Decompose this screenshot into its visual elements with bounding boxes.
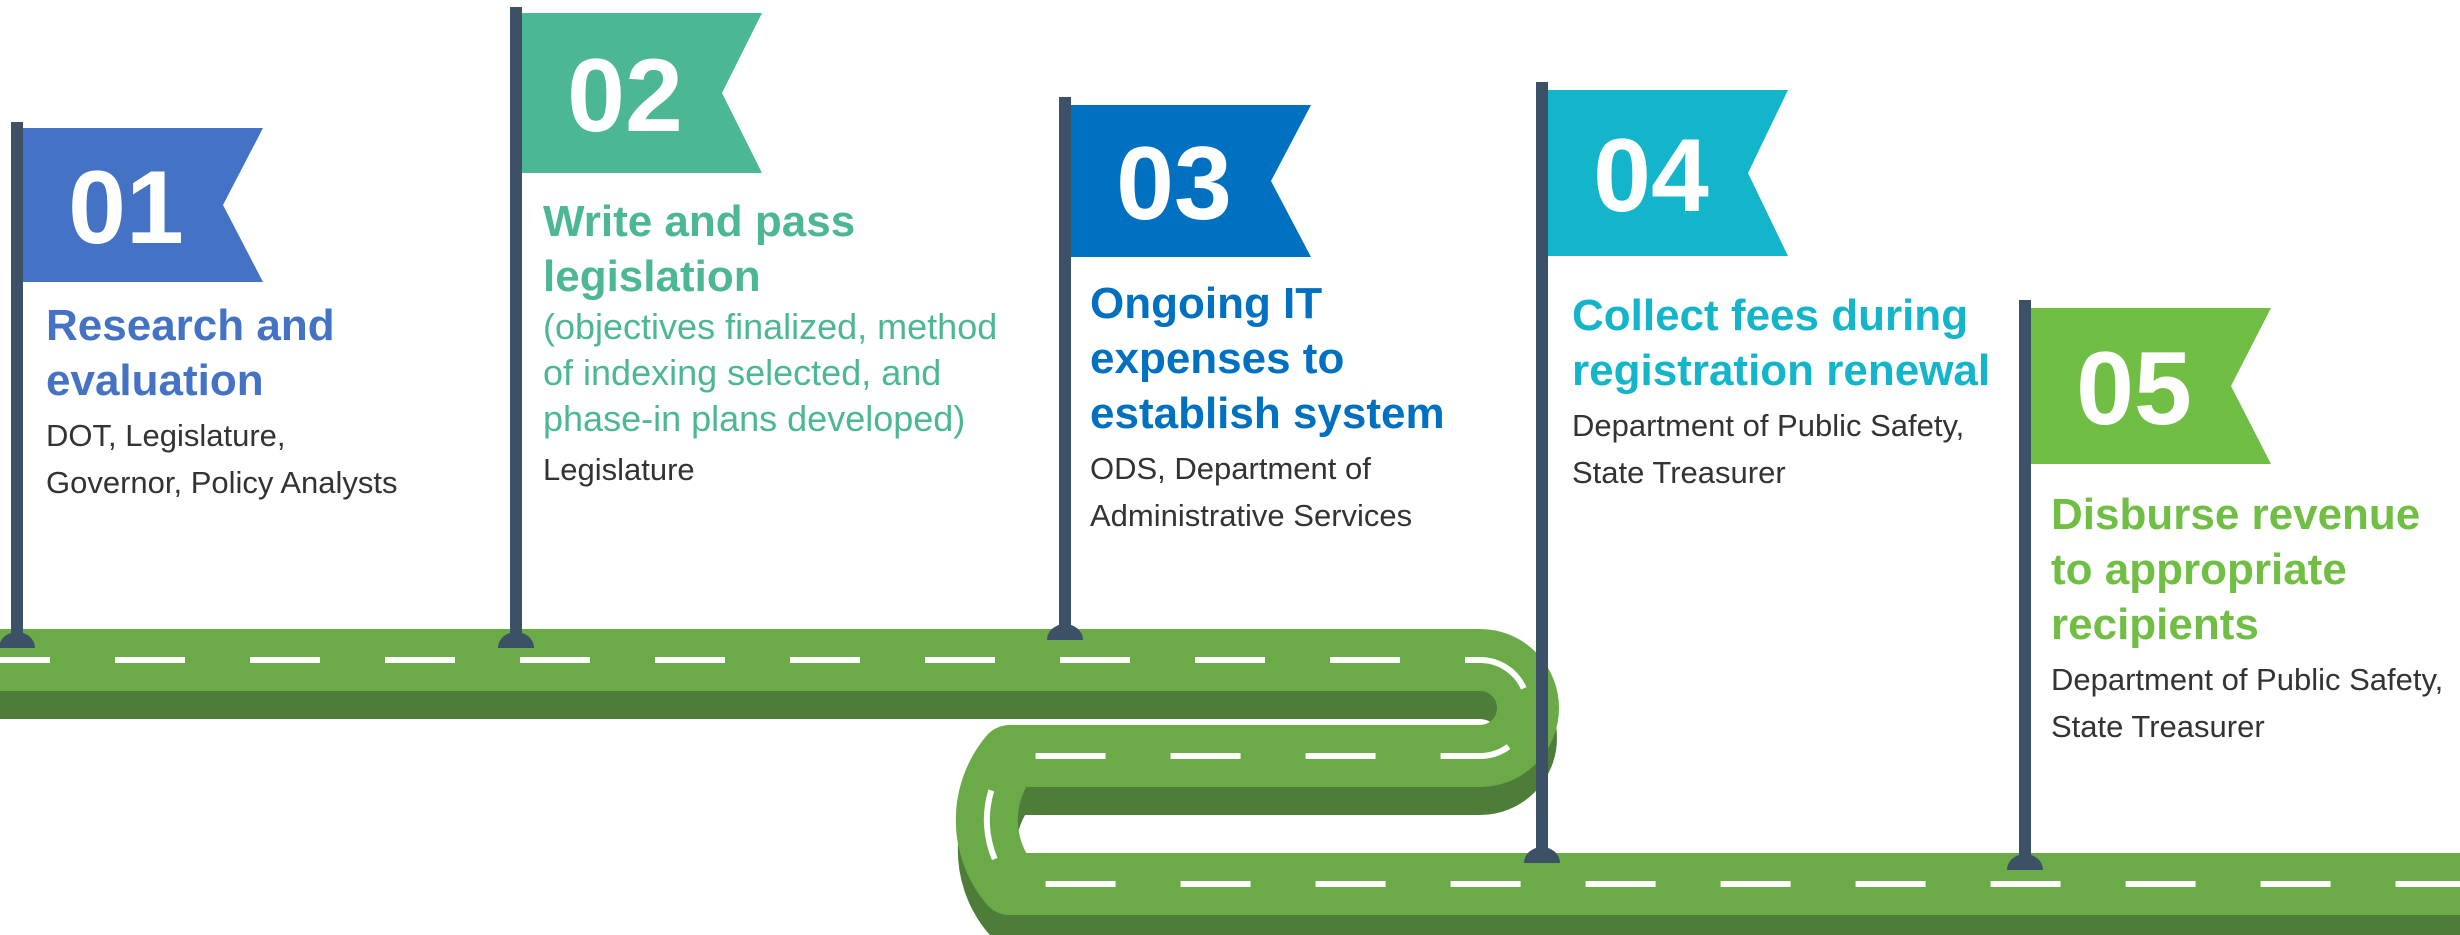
flag-1-pole [11,122,23,640]
flag-1-number: 01 [68,150,184,266]
title-line: evaluation [46,356,264,405]
flag-2-number: 02 [567,38,683,154]
flag-4-number: 04 [1593,118,1709,234]
milestone-1-owners: DOT, Legislature, Governor, Policy Analys… [46,412,398,506]
milestone-5-owners: Department of Public Safety, State Treasu… [2051,656,2443,750]
milestone-4-owners: Department of Public Safety, State Treasu… [1572,402,1990,496]
title-line: establish system [1090,389,1445,438]
title-line: Collect fees during [1572,291,1969,340]
road [0,629,2460,935]
title-line: registration renewal [1572,346,1991,395]
owner-line: State Treasurer [1572,455,1786,490]
milestone-3-title: Ongoing IT expenses to establish system [1090,276,1445,441]
title-line: recipients [2051,600,2259,649]
title-line: Write and pass [543,197,856,246]
milestone-2-detail: (objectives finalized, method of indexing… [543,304,997,442]
flag-3-pole [1059,97,1071,632]
milestone-2-title: Write and pass legislation [543,194,997,304]
flag-3-number: 03 [1116,126,1232,242]
flag-1-pole-base [0,632,35,648]
detail-line: of indexing selected, and [543,352,942,393]
milestone-2-owners: Legislature [543,446,997,493]
title-line: to appropriate [2051,545,2347,594]
flag-2-banner [520,13,762,173]
flag-5-pole [2019,300,2031,862]
milestone-5-title: Disburse revenue to appropriate recipients [2051,487,2443,652]
owner-line: Legislature [543,452,695,487]
flag-1-banner [21,128,263,282]
flag-5-pole-base [2007,854,2043,870]
owner-line: Department of Public Safety, [2051,662,2444,697]
owner-line: Department of Public Safety, [1572,408,1965,443]
flag-4-pole [1536,82,1548,855]
lane-markings [0,657,2460,887]
owner-line: ODS, Department of [1090,451,1371,486]
title-line: legislation [543,252,761,301]
flag-4-pole-base [1524,847,1560,863]
flag-5-number: 05 [2076,331,2192,447]
title-line: Disburse revenue [2051,490,2421,539]
title-line: expenses to [1090,334,1345,383]
title-line: Research and [46,301,335,350]
owner-line: DOT, Legislature, [46,418,286,453]
detail-line: phase-in plans developed) [543,398,966,439]
flag-3-banner [1069,105,1311,257]
detail-line: (objectives finalized, method [543,306,998,347]
milestone-4-title: Collect fees during registration renewal [1572,288,1990,398]
owner-line: Administrative Services [1090,498,1413,533]
flag-2-pole-base [498,632,534,648]
milestone-5-text: Disburse revenue to appropriate recipients… [2051,487,2443,750]
flag-4-banner [1546,90,1788,256]
owner-line: State Treasurer [2051,709,2265,744]
owner-line: Governor, Policy Analysts [46,465,398,500]
title-line: Ongoing IT [1090,279,1323,328]
milestone-3-owners: ODS, Department of Administrative Service… [1090,445,1445,539]
milestone-1-title: Research and evaluation [46,298,398,408]
flag-5-banner [2029,308,2271,464]
flag-2-pole [510,7,522,640]
milestone-flags: 01 02 03 04 05 [0,7,2271,870]
flag-3-pole-base [1047,624,1083,640]
